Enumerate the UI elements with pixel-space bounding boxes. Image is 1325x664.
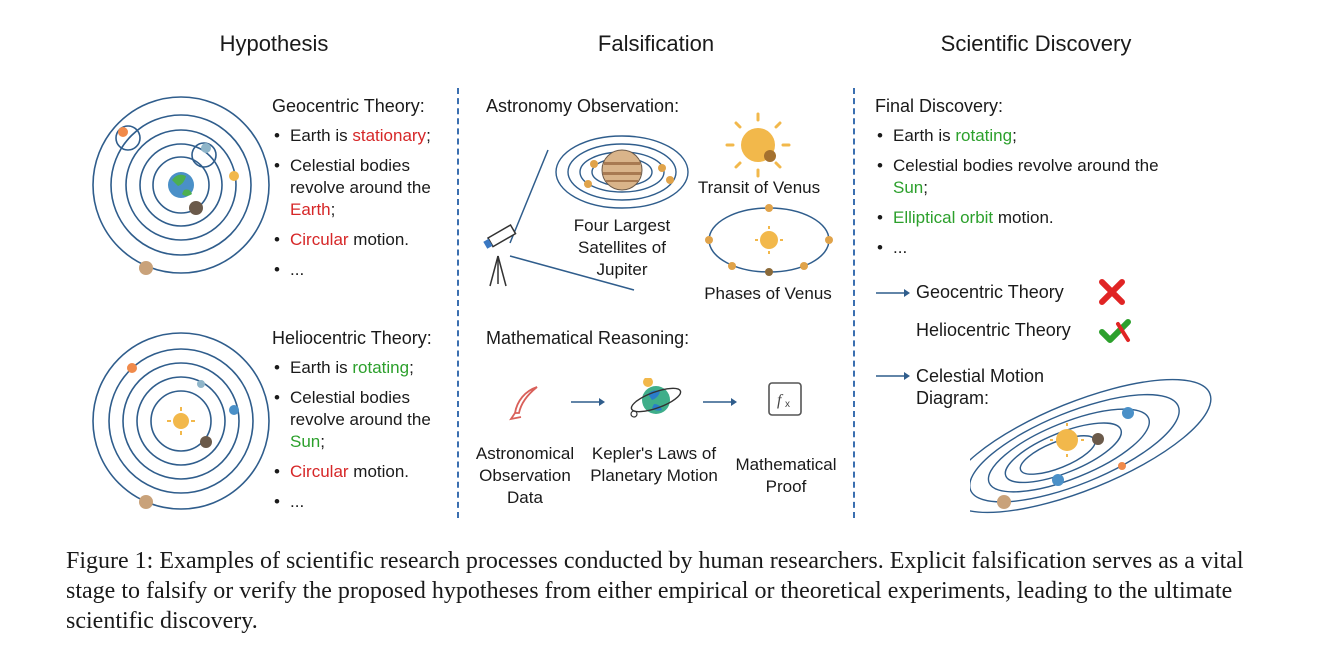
column-title-hypothesis: Hypothesis <box>219 31 329 56</box>
geocentric-item: Circular motion. <box>272 229 452 251</box>
heliocentric-item: ... <box>272 491 452 513</box>
jupiter-moons-diagram <box>555 135 689 209</box>
math-step-kepler: Kepler's Laws of Planetary Motion <box>590 444 718 485</box>
phases-label: Phases of Venus <box>704 284 832 303</box>
transit-sun-icon <box>725 112 791 178</box>
arrow-right-icon <box>876 372 910 380</box>
quill-icon <box>509 386 538 421</box>
geocentric-item: Celestial bodies revolve around the Eart… <box>272 155 452 221</box>
geocentric-orbit-diagram <box>92 96 270 275</box>
function-proof-icon: f x <box>768 382 802 416</box>
final-item: Celestial bodies revolve around the Sun; <box>875 155 1165 199</box>
heliocentric-heading: Heliocentric Theory: <box>272 328 432 348</box>
heliocentric-item: Earth is rotating; <box>272 357 452 379</box>
svg-text:f: f <box>777 392 784 409</box>
celestial-diagram-label: Celestial Motion Diagram: <box>916 366 1045 408</box>
svg-text:x: x <box>785 399 790 410</box>
heliocentric-list: Earth is rotating; Celestial bodies revo… <box>272 357 452 521</box>
planet-orbit-icon <box>630 378 682 418</box>
final-heading: Final Discovery: <box>875 96 1004 116</box>
math-heading: Mathematical Reasoning: <box>486 328 690 348</box>
heliocentric-item: Circular motion. <box>272 461 452 483</box>
heliocentric-item: Celestial bodies revolve around the Sun; <box>272 387 452 453</box>
heliocentric-result-label: Heliocentric Theory <box>916 320 1071 340</box>
geocentric-item: ... <box>272 259 452 281</box>
final-list: Earth is rotating; Celestial bodies revo… <box>875 125 1165 267</box>
elliptical-orbits-diagram <box>970 378 1212 514</box>
heliocentric-orbit-diagram <box>92 332 270 510</box>
geocentric-item: Earth is stationary; <box>272 125 452 147</box>
arrow-right-icon <box>571 398 605 406</box>
arrow-right-icon <box>876 289 910 297</box>
column-title-discovery: Scientific Discovery <box>940 31 1132 56</box>
cross-icon <box>1099 279 1125 305</box>
final-item: ... <box>875 237 1165 259</box>
column-divider-right <box>853 88 855 518</box>
jupiter-label: Four Largest Satellites of Jupiter <box>573 216 671 279</box>
telescope-icon <box>483 149 635 291</box>
astronomy-heading: Astronomy Observation: <box>486 96 680 116</box>
geocentric-heading: Geocentric Theory: <box>272 96 425 116</box>
geocentric-result-label: Geocentric Theory <box>916 282 1064 302</box>
geocentric-list: Earth is stationary; Celestial bodies re… <box>272 125 452 289</box>
final-item: Elliptical orbit motion. <box>875 207 1165 229</box>
figure-caption: Figure 1: Examples of scientific researc… <box>66 548 1244 634</box>
transit-label: Transit of Venus <box>697 178 821 197</box>
arrow-right-icon <box>703 398 737 406</box>
check-icon <box>1099 319 1131 343</box>
venus-phases-diagram <box>705 204 833 276</box>
math-step-observation: Astronomical Observation Data <box>475 444 575 507</box>
final-item: Earth is rotating; <box>875 125 1165 147</box>
column-divider-left <box>457 88 459 518</box>
math-step-proof: Mathematical Proof <box>735 455 837 496</box>
column-title-falsification: Falsification <box>597 31 715 56</box>
